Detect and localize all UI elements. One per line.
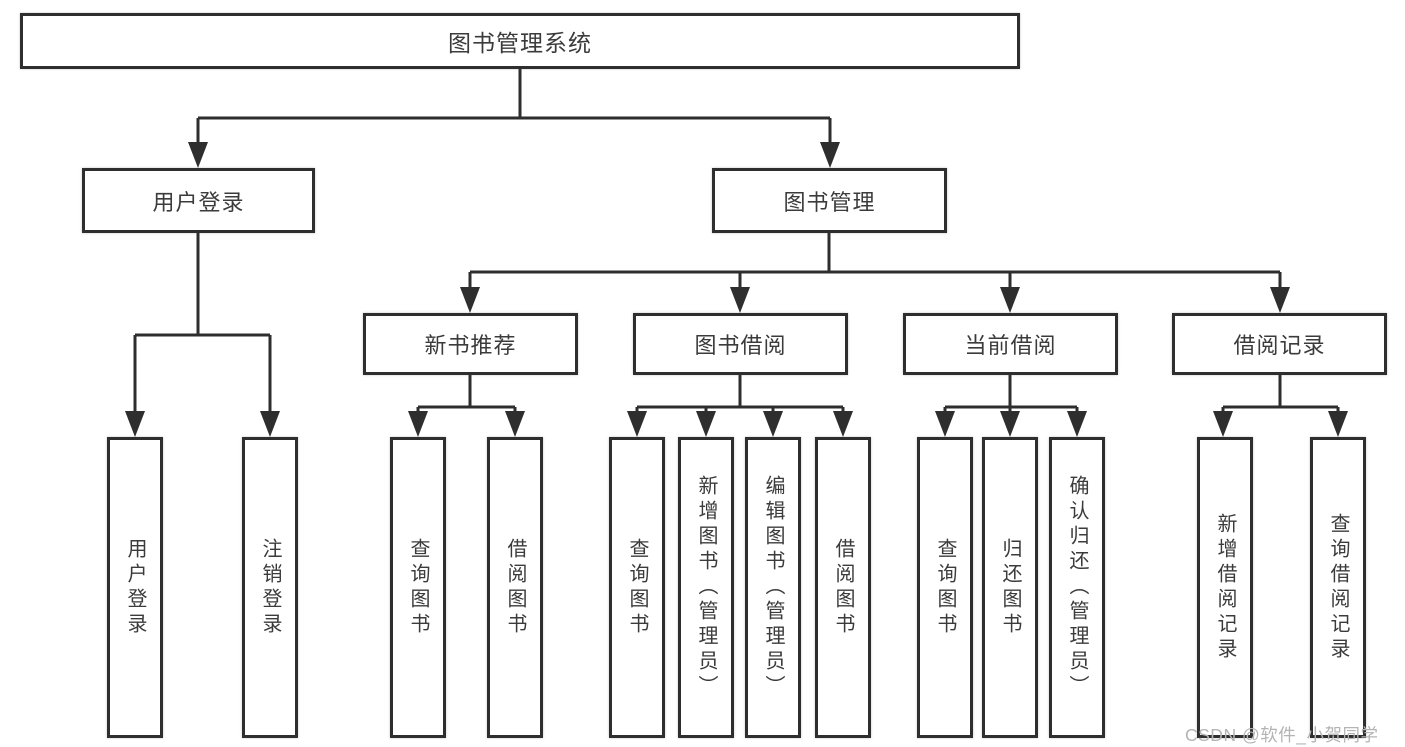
node-label: 当前借阅	[964, 333, 1057, 358]
node-label: 图书管理	[783, 189, 876, 215]
node-label: 用户登录	[152, 189, 245, 215]
node-label: 归还图书	[999, 537, 1021, 638]
node-label: 借阅图书	[832, 537, 854, 638]
node-label: 图书管理系统	[448, 30, 592, 56]
leaf-query-books-current: 查询图书	[917, 437, 973, 738]
node-label: 查询图书	[407, 537, 429, 638]
leaf-confirm-return-admin: 确认归还（管理员）	[1049, 437, 1105, 738]
leaf-add-book-admin: 新增图书（管理员）	[678, 437, 734, 738]
node-new-book-recommend: 新书推荐	[363, 313, 578, 375]
node-label: 借阅图书	[504, 537, 526, 638]
node-label: 查询图书	[934, 537, 956, 638]
node-book-borrowing: 图书借阅	[633, 313, 848, 375]
leaf-borrow-books-borrowing: 借阅图书	[815, 437, 871, 738]
leaf-borrow-books-recommend: 借阅图书	[487, 437, 543, 738]
node-label: 编辑图书（管理员）	[762, 475, 784, 700]
leaf-user-login: 用户登录	[107, 437, 163, 738]
leaf-query-borrow-record: 查询借阅记录	[1310, 437, 1366, 738]
node-label: 确认归还（管理员）	[1066, 475, 1088, 700]
node-label: 借阅记录	[1233, 333, 1326, 358]
node-label: 查询图书	[626, 537, 648, 638]
node-label: 用户登录	[124, 537, 146, 638]
node-current-borrowing: 当前借阅	[903, 313, 1118, 375]
leaf-edit-book-admin: 编辑图书（管理员）	[745, 437, 801, 738]
node-label: 图书借阅	[694, 333, 787, 358]
node-label: 新增借阅记录	[1214, 512, 1236, 663]
node-label: 注销登录	[259, 537, 281, 638]
node-label: 新增图书（管理员）	[695, 475, 717, 700]
node-borrow-records: 借阅记录	[1172, 313, 1387, 375]
leaf-query-books-recommend: 查询图书	[390, 437, 446, 738]
leaf-logout: 注销登录	[242, 437, 298, 738]
leaf-add-borrow-record: 新增借阅记录	[1197, 437, 1253, 738]
node-label: 新书推荐	[424, 333, 517, 358]
leaf-return-books: 归还图书	[982, 437, 1038, 738]
node-book-management: 图书管理	[712, 168, 947, 233]
leaf-query-books-borrowing: 查询图书	[609, 437, 665, 738]
node-library-management-system: 图书管理系统	[20, 13, 1020, 69]
watermark: CSDN @软件_小贺同学	[1185, 725, 1379, 745]
arrowheads	[125, 142, 1348, 437]
node-label: 查询借阅记录	[1327, 512, 1349, 663]
node-user-login: 用户登录	[82, 168, 315, 233]
